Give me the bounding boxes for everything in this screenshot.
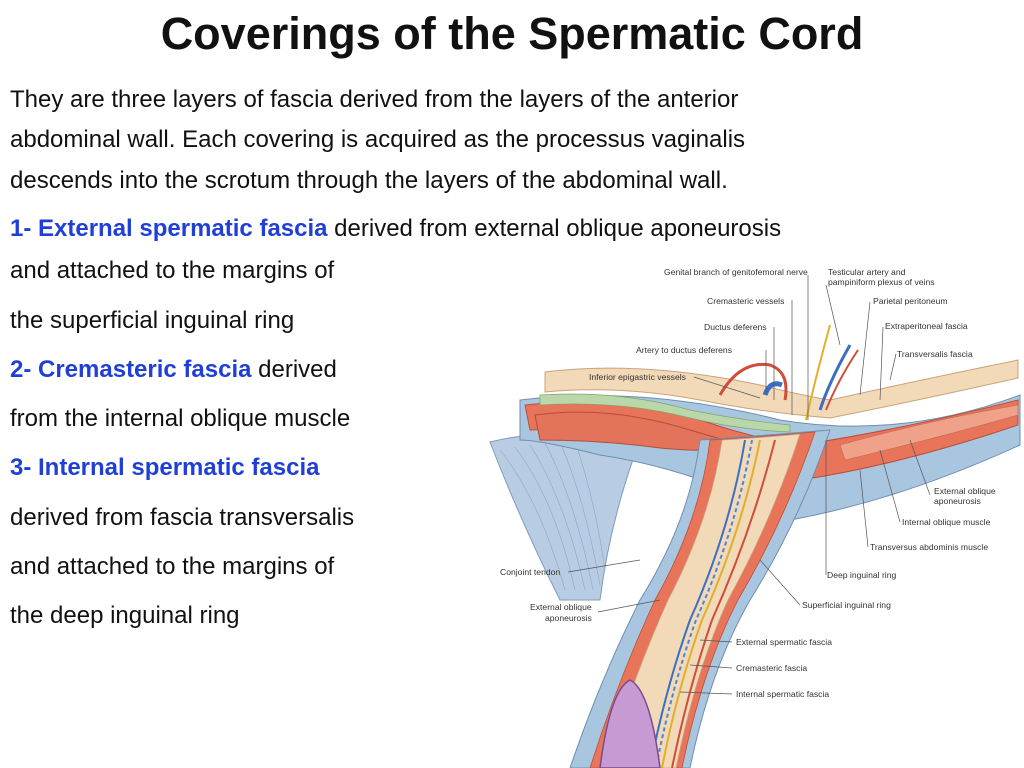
- label-genital-branch: Genital branch of genitofemoral nerve: [664, 267, 808, 277]
- label-parietal-peritoneum: Parietal peritoneum: [873, 296, 948, 306]
- label-conjoint-tendon: Conjoint tendon: [500, 567, 560, 577]
- label-ductus-deferens: Ductus deferens: [704, 322, 767, 332]
- label-deep-ring: Deep inguinal ring: [827, 570, 896, 580]
- item-2-line: 2- Cremasteric fascia derived: [10, 355, 337, 385]
- membrane-layer: [539, 393, 791, 433]
- page-title: Coverings of the Spermatic Cord: [160, 8, 864, 59]
- transversus-muscle: [839, 404, 1019, 461]
- item-2-line-b: from the internal oblique muscle: [10, 405, 351, 432]
- label-internal-spermatic: Internal spermatic fascia: [736, 689, 829, 699]
- label-ext-oblique-r2: aponeurosis: [934, 496, 981, 506]
- item-2-heading: 2- Cremasteric fascia: [10, 356, 252, 383]
- testicular-vessels: [818, 344, 852, 411]
- label-artery-ductus: Artery to ductus deferens: [636, 345, 732, 355]
- item-3-line: 3- Internal spermatic fascia: [10, 453, 319, 483]
- label-ext-oblique-l2: aponeurosis: [545, 613, 592, 623]
- label-superficial-ring: Superficial inguinal ring: [802, 600, 891, 610]
- item-3-line-c: and attached to the margins of: [10, 553, 335, 580]
- epigastric-vein: [762, 381, 783, 396]
- label-transversus: Transversus abdominis muscle: [870, 542, 988, 552]
- label-ext-oblique-l1: External oblique: [530, 602, 592, 612]
- testis: [599, 679, 661, 768]
- intro-line-3: descends into the scrotum through the la…: [10, 167, 728, 194]
- item-1-heading: 1- External spermatic fascia: [10, 215, 328, 242]
- intro-line-1: They are three layers of fascia derived …: [10, 86, 739, 113]
- label-extraperitoneal: Extraperitoneal fascia: [885, 321, 968, 331]
- label-ext-oblique-r1: External oblique: [934, 486, 996, 496]
- epigastric-artery: [718, 362, 788, 401]
- fascia-fibers: [499, 440, 606, 591]
- label-cremasteric-vessels: Cremasteric vessels: [707, 296, 784, 306]
- peritoneum-layer: [544, 359, 1019, 419]
- item-1-line: 1- External spermatic fascia derived fro…: [10, 214, 781, 244]
- label-testicular-artery-2: pampiniform plexus of veins: [828, 277, 935, 287]
- item-2-rest: derived: [251, 356, 337, 383]
- item-3-line-b: derived from fascia transversalis: [10, 504, 355, 531]
- label-transversalis: Transversalis fascia: [897, 349, 973, 359]
- label-cremasteric-fascia: Cremasteric fascia: [736, 663, 807, 673]
- label-testicular-artery-1: Testicular artery and: [828, 267, 906, 277]
- label-inferior-epigastric: Inferior epigastric vessels: [589, 372, 686, 382]
- item-1-line-b: and attached to the margins of: [10, 257, 335, 284]
- item-3-heading: 3- Internal spermatic fascia: [10, 454, 320, 481]
- item-1-line-c: the superficial inguinal ring: [10, 307, 295, 334]
- label-internal-oblique: Internal oblique muscle: [902, 517, 991, 527]
- label-external-spermatic: External spermatic fascia: [736, 637, 832, 647]
- cord-vessels: [649, 439, 776, 768]
- testicular-artery: [825, 349, 859, 411]
- leader-lines: [567, 275, 931, 695]
- intro-line-2: abdominal wall. Each covering is acquire…: [10, 126, 746, 153]
- item-1-rest: derived from external oblique aponeurosi…: [327, 215, 782, 242]
- item-3-line-d: the deep inguinal ring: [10, 602, 240, 629]
